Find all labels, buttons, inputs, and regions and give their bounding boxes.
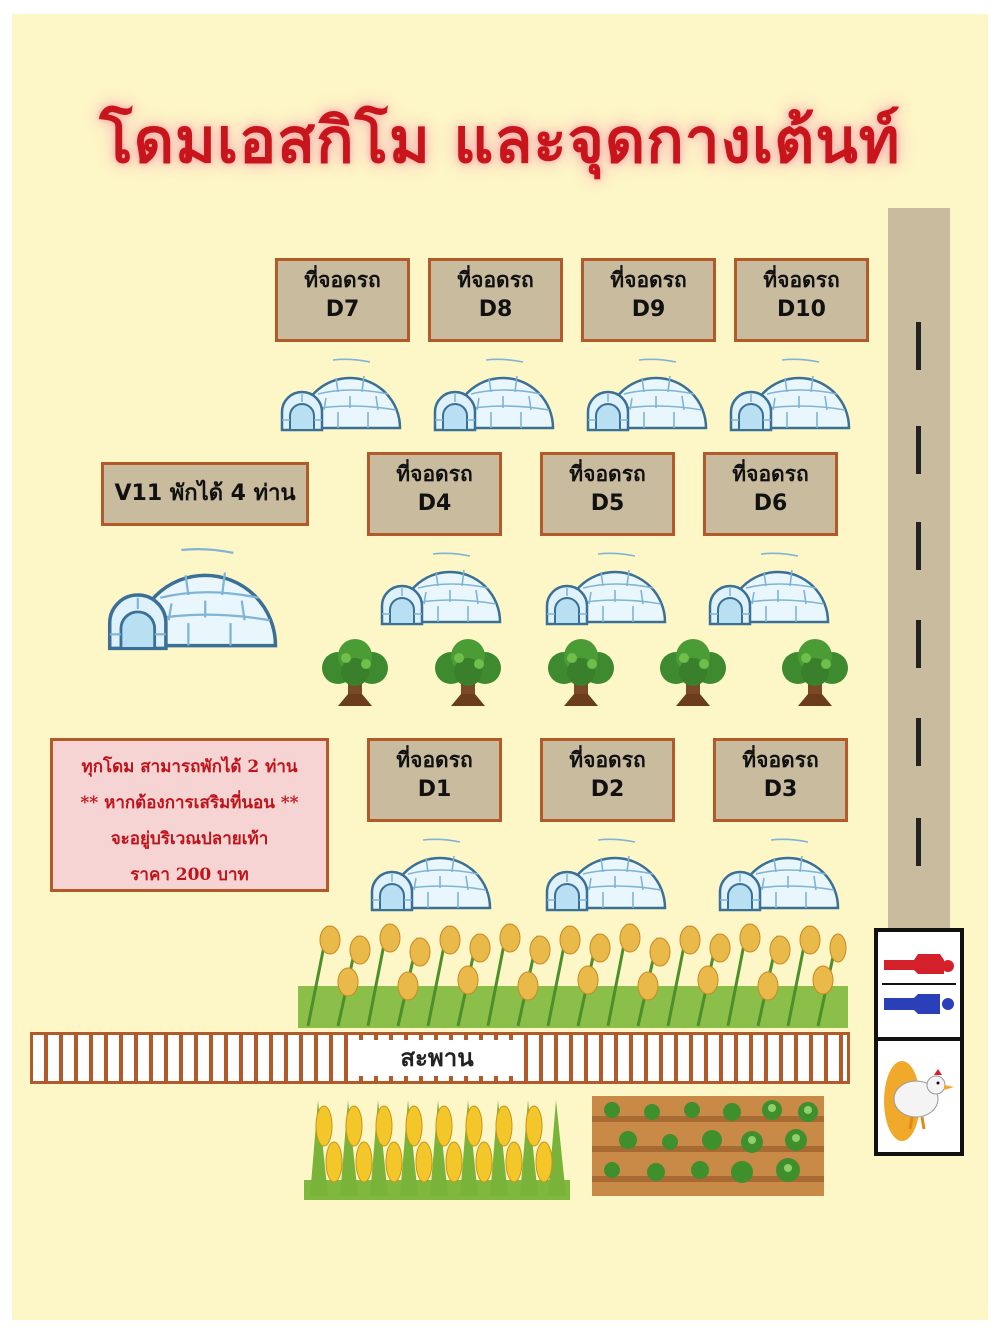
parking-label: ที่จอดรถ (396, 462, 473, 486)
igloo-icon[interactable] (104, 536, 284, 654)
corn-field-icon (304, 1100, 570, 1200)
road-dash (916, 620, 921, 668)
tree-icon (316, 638, 394, 708)
tree-icon (542, 638, 620, 708)
tree-icon (776, 638, 854, 708)
parking-label: ที่จอดรถ (396, 748, 473, 772)
chicken-panel[interactable] (874, 1041, 964, 1156)
parking-label: ที่จอดรถ (763, 268, 840, 292)
parking-spot-d3[interactable]: ที่จอดรถ D3 (713, 738, 848, 822)
igloo-icon[interactable] (431, 350, 559, 434)
igloo-icon[interactable] (584, 350, 712, 434)
parking-spot-d10[interactable]: ที่จอดรถ D10 (734, 258, 869, 342)
note-line: ราคา 200 บาท (130, 865, 249, 885)
igloo-icon[interactable] (706, 544, 834, 628)
parking-id: D7 (325, 297, 360, 322)
parking-id: D1 (417, 777, 452, 802)
parking-id: D8 (478, 297, 513, 322)
parking-label: ที่จอดรถ (569, 748, 646, 772)
parking-id: D3 (763, 777, 798, 802)
road-dash (916, 322, 921, 370)
parking-id: D10 (777, 297, 826, 322)
parking-label: ที่จอดรถ (610, 268, 687, 292)
parking-spot-d7[interactable]: ที่จอดรถ D7 (275, 258, 410, 342)
parking-label: ที่จอดรถ (732, 462, 809, 486)
vegetable-garden-icon (592, 1096, 824, 1196)
parking-spot-d6[interactable]: ที่จอดรถ D6 (703, 452, 838, 536)
parking-label: ที่จอดรถ (304, 268, 381, 292)
road-dash (916, 818, 921, 866)
tree-icon (429, 638, 507, 708)
parking-id: D6 (753, 491, 788, 516)
page-title: โดมเอสกิโม และจุดกางเต้นท์ (99, 104, 901, 177)
parking-label: ที่จอดรถ (569, 462, 646, 486)
parking-spot-d9[interactable]: ที่จอดรถ D9 (581, 258, 716, 342)
restroom-icon (882, 954, 956, 1014)
igloo-icon[interactable] (727, 350, 855, 434)
v11-label: V11 พักได้ 4 ท่าน (101, 462, 309, 526)
tree-icon (654, 638, 732, 708)
note-line: ** หากต้องการเสริมที่นอน ** (80, 793, 299, 813)
igloo-icon[interactable] (716, 830, 844, 914)
bridge-label: สะพาน (357, 1040, 517, 1076)
igloo-icon[interactable] (543, 830, 671, 914)
parking-spot-d2[interactable]: ที่จอดรถ D2 (540, 738, 675, 822)
parking-spot-d5[interactable]: ที่จอดรถ D5 (540, 452, 675, 536)
rice-field-icon (298, 923, 848, 1028)
road-dash (916, 718, 921, 766)
parking-spot-d4[interactable]: ที่จอดรถ D4 (367, 452, 502, 536)
chicken-icon (884, 1061, 954, 1141)
parking-label: ที่จอดรถ (457, 268, 534, 292)
parking-id: D5 (590, 491, 625, 516)
parking-id: D2 (590, 777, 625, 802)
igloo-icon[interactable] (368, 830, 496, 914)
parking-id: D9 (631, 297, 666, 322)
note-line: ทุกโดม สามารถพักได้ 2 ท่าน (81, 757, 298, 777)
parking-label: ที่จอดรถ (742, 748, 819, 772)
parking-id: D4 (417, 491, 452, 516)
road-dash (916, 522, 921, 570)
igloo-icon[interactable] (378, 544, 506, 628)
restroom-panel[interactable] (874, 928, 964, 1041)
igloo-icon[interactable] (543, 544, 671, 628)
note-line: จะอยู่บริเวณปลายเท้า (110, 829, 269, 849)
igloo-icon[interactable] (278, 350, 406, 434)
parking-spot-d1[interactable]: ที่จอดรถ D1 (367, 738, 502, 822)
info-note: ทุกโดม สามารถพักได้ 2 ท่าน ** หากต้องการ… (50, 738, 329, 892)
road (888, 208, 950, 928)
campsite-map: โดมเอสกิโม และจุดกางเต้นท์ ที่จอดรถ D7 ท… (12, 14, 988, 1320)
road-dash (916, 426, 921, 474)
parking-spot-d8[interactable]: ที่จอดรถ D8 (428, 258, 563, 342)
